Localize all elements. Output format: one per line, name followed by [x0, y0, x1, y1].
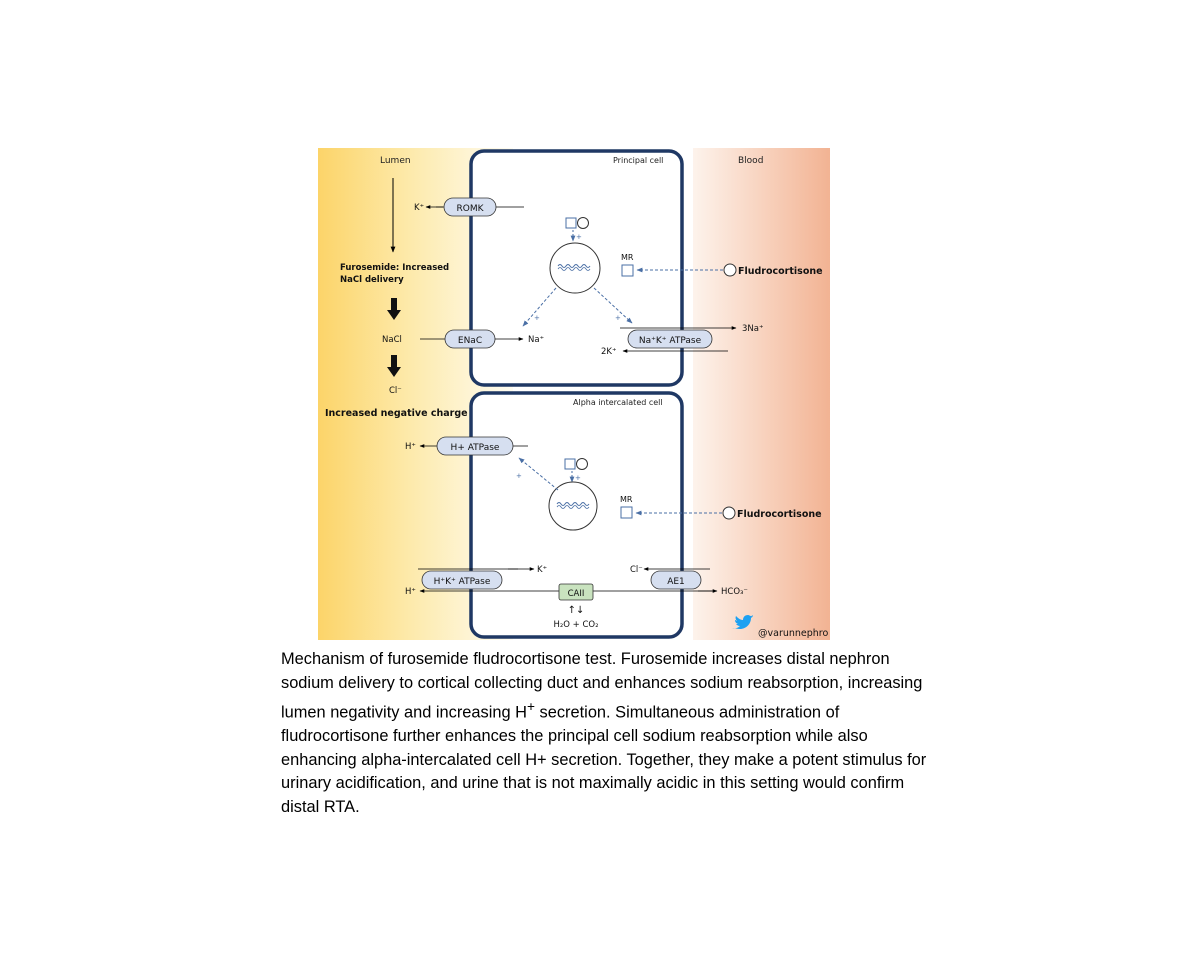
caii-enzyme — [558, 583, 594, 601]
nak-atpase-pump — [627, 329, 713, 349]
ae1-cl-label: Cl⁻ — [630, 565, 643, 575]
receptor-square-principal — [565, 217, 577, 229]
enac-plus: + — [534, 314, 540, 322]
fludro-label-alpha: Fludrocortisone — [737, 509, 822, 520]
dna-wave-principal — [557, 264, 591, 268]
ae1-exchanger — [650, 570, 702, 590]
negative-charge-label: Increased negative charge — [325, 408, 468, 419]
two-k-label: 2K⁺ — [601, 347, 616, 357]
lumen-label: Lumen — [380, 156, 411, 166]
nacl-label: NaCl — [382, 335, 402, 345]
h-atpase-h-label: H⁺ — [405, 442, 416, 452]
ligand-circle-principal — [577, 217, 589, 229]
hco3-label: HCO₃⁻ — [721, 587, 748, 597]
h-atpase-pump — [436, 436, 514, 456]
figure-caption: Mechanism of furosemide fludrocortisone … — [281, 648, 941, 820]
mechanism-diagram: Lumen Blood Principal cell Alpha interca… — [318, 148, 830, 640]
ligand-circle-alpha — [576, 458, 588, 470]
dna-wave-principal-2 — [557, 267, 591, 271]
principal-cell-label: Principal cell — [613, 156, 663, 165]
ae1-label: AE1 — [667, 577, 685, 587]
cl-label: Cl⁻ — [389, 386, 402, 396]
nucleus-alpha — [548, 481, 598, 531]
romk-k-label: K⁺ — [414, 203, 424, 213]
alpha-cell-label: Alpha intercalated cell — [573, 398, 663, 407]
romk-label: ROMK — [456, 204, 484, 214]
three-na-label: 3Na⁺ — [742, 324, 763, 334]
caption-superscript: + — [527, 699, 535, 715]
enac-label: ENaC — [458, 336, 482, 346]
romk-channel — [443, 197, 497, 217]
furosemide-label-line2: NaCl delivery — [340, 275, 404, 285]
caption-text-part1: Mechanism of furosemide fludrocortisone … — [281, 650, 923, 722]
fludro-circle-principal — [723, 263, 737, 277]
dna-wave-alpha — [556, 502, 590, 506]
credit-handle: @varunnephro — [758, 628, 829, 639]
twitter-bird-icon — [732, 615, 753, 629]
thick-down-arrow-2 — [387, 355, 401, 377]
hk-h-label: H⁺ — [405, 587, 416, 597]
hk-k-label: K⁺ — [537, 565, 547, 575]
nak-atpase-label: Na⁺K⁺ ATPase — [639, 336, 702, 346]
receptor-square-alpha — [564, 458, 576, 470]
mr-square-alpha — [620, 506, 633, 519]
nucleus-to-pump-arrow — [593, 287, 633, 324]
mr-label-principal: MR — [621, 253, 634, 262]
nucleus-to-h-atpase-arrow — [518, 457, 559, 491]
nucleus-to-enac-arrow — [522, 287, 557, 327]
h-atpase-label: H+ ATPase — [451, 443, 500, 453]
updown-arrows: ↑↓ — [568, 605, 585, 616]
h-atpase-plus: + — [516, 472, 522, 480]
dna-wave-alpha-2 — [556, 505, 590, 509]
blood-region — [693, 148, 830, 640]
caption-text-part2: secretion. Simultaneous administration o… — [281, 703, 927, 817]
alpha-binding-plus: + — [575, 474, 581, 482]
h2o-co2-label: H₂O + CO₂ — [553, 620, 598, 630]
hk-atpase-pump — [421, 570, 503, 590]
blood-label: Blood — [738, 156, 763, 166]
pump-plus: + — [615, 314, 621, 322]
hk-atpase-label: H⁺K⁺ ATPase — [434, 577, 491, 587]
mr-label-alpha: MR — [620, 495, 633, 504]
thick-down-arrow-1 — [387, 298, 401, 320]
fludro-circle-alpha — [722, 506, 736, 520]
mr-square-principal — [621, 264, 634, 277]
enac-na-label: Na⁺ — [528, 335, 544, 345]
furosemide-label-line1: Furosemide: Increased — [340, 263, 449, 273]
caii-label: CAII — [568, 589, 585, 599]
fludro-label-principal: Fludrocortisone — [738, 266, 823, 277]
principal-binding-plus: + — [576, 233, 582, 241]
